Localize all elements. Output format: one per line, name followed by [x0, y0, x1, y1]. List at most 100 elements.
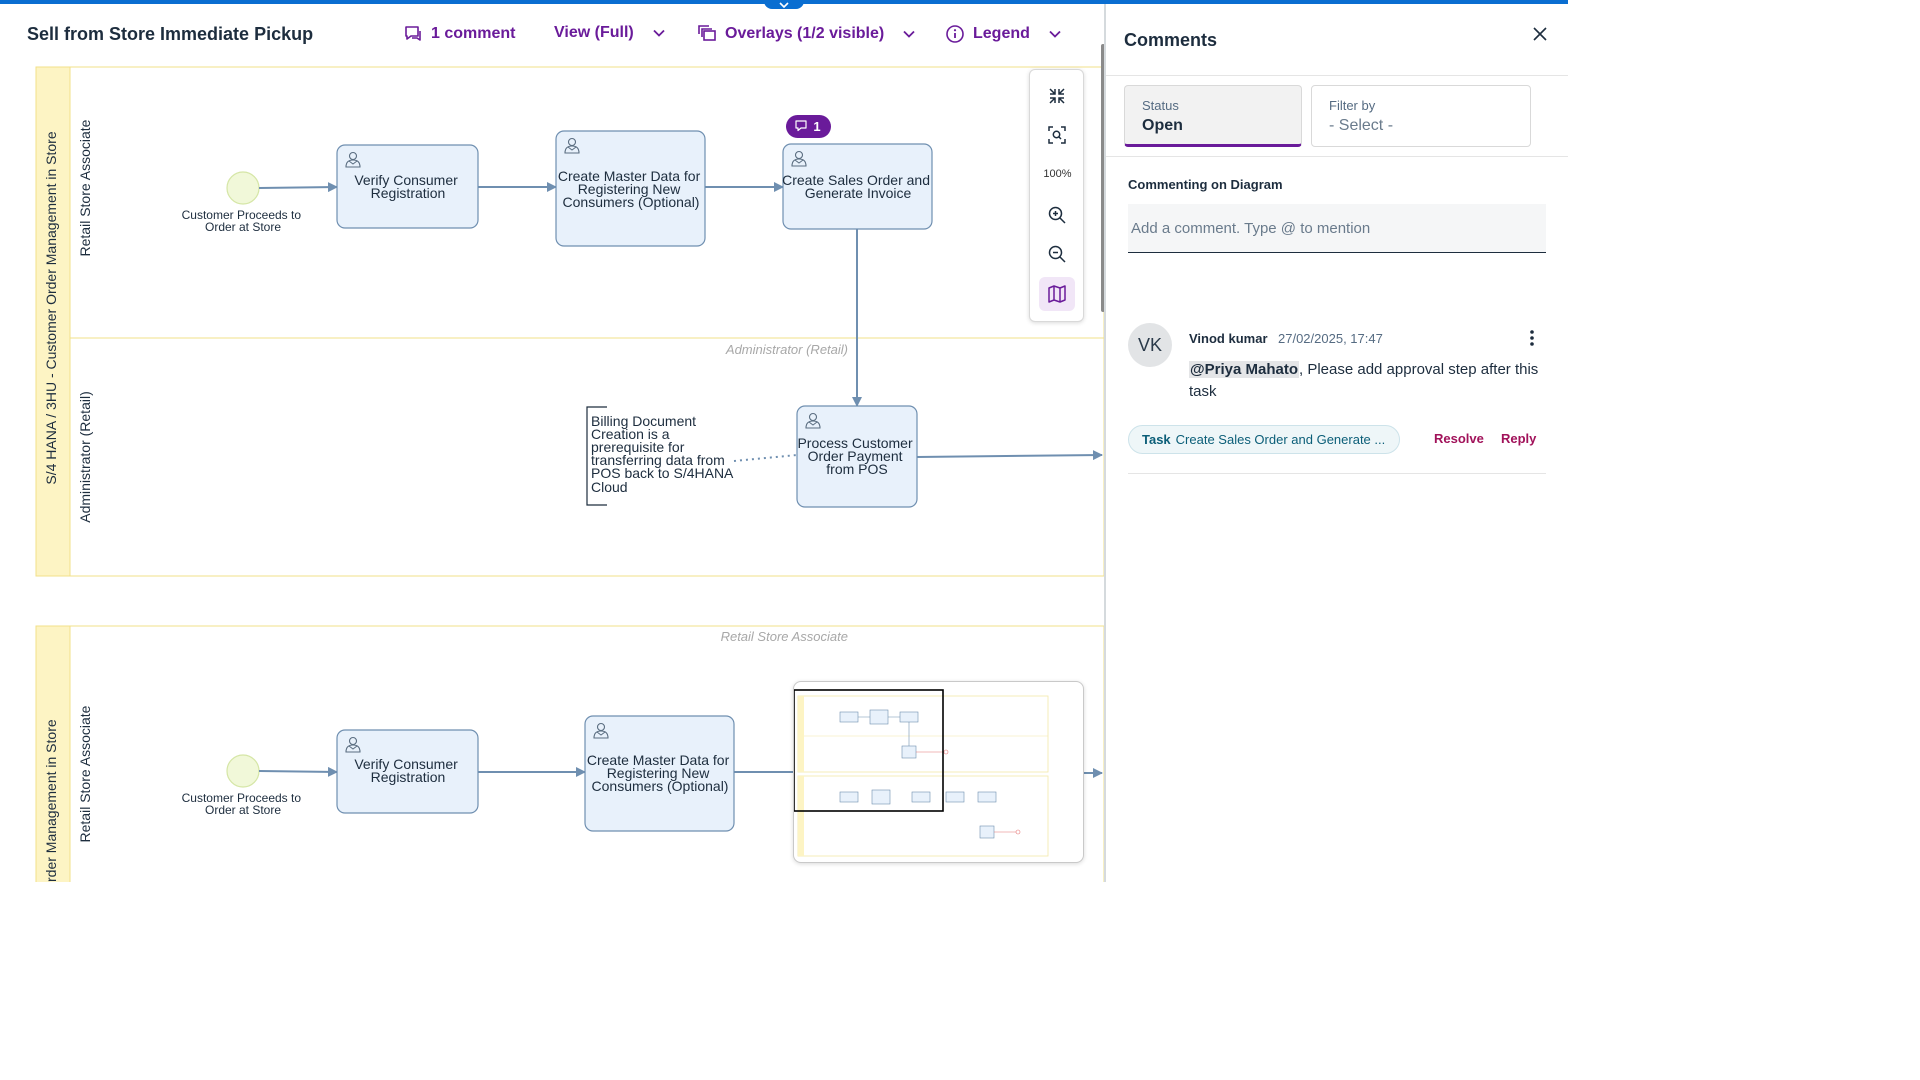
task-label: Consumers (Optional) [592, 778, 729, 794]
comments-button[interactable]: 1 comment [403, 24, 515, 44]
annotation-line: Cloud [591, 479, 628, 495]
text-annotation[interactable]: Billing Document Creation is a prerequis… [586, 406, 737, 506]
diagram-canvas[interactable]: S/4 HANA / 3HU - Customer Order Manageme… [0, 64, 1104, 882]
page-title: Sell from Store Immediate Pickup [27, 24, 314, 44]
view-dropdown-label: View (Full) [554, 24, 634, 41]
lane-watermark-retail-store-associate: Retail Store Associate [721, 629, 848, 644]
zoom-in-button[interactable] [1039, 198, 1075, 232]
minimap-toggle-button[interactable] [1039, 277, 1075, 311]
pool-2: rder Management in Store Retail Store As… [35, 625, 1104, 882]
task-create-master-data-2[interactable]: Create Master Data for Registering New C… [584, 715, 735, 832]
panel-divider[interactable] [1104, 4, 1106, 882]
collapse-icon [1049, 88, 1065, 104]
fit-view-icon [1048, 126, 1066, 144]
task-create-master-data[interactable]: Create Master Data for Registering New C… [555, 130, 706, 247]
comments-panel: Comments Status Open Filter by - Select … [1106, 4, 1568, 882]
task-label: from POS [826, 461, 887, 477]
lane-watermark-administrator: Administrator (Retail) [725, 342, 848, 357]
filter-by-value: - Select - [1329, 117, 1394, 134]
chevron-down-icon [653, 29, 665, 37]
task-label: Registering New [578, 181, 682, 197]
task-label: Consumers (Optional) [563, 194, 700, 210]
view-dropdown[interactable]: View (Full) [554, 24, 666, 42]
task-verify-consumer-2[interactable]: Verify Consumer Registration [336, 729, 479, 814]
pool-label: S/4 HANA / 3HU - Customer Order Manageme… [43, 131, 59, 484]
overlays-dropdown[interactable]: Overlays (1/2 visible) [697, 24, 916, 44]
reply-button[interactable]: Reply [1501, 431, 1537, 446]
chevron-down-icon [779, 1, 789, 8]
start-event-label: Order at Store [205, 220, 281, 234]
zoom-in-icon [1048, 206, 1066, 224]
map-icon [1048, 285, 1066, 303]
overlays-dropdown-label: Overlays (1/2 visible) [725, 25, 885, 42]
layers-icon [698, 25, 716, 41]
svg-text:Create Sales Order and: Create Sales Order and Generate Invoice [782, 172, 934, 201]
task-label: Verify Consumer [354, 172, 458, 188]
start-event-label: Customer Proceeds to [182, 208, 302, 222]
collapse-header-handle[interactable] [764, 0, 804, 9]
avatar: VK [1128, 323, 1172, 367]
pool-1: S/4 HANA / 3HU - Customer Order Manageme… [35, 66, 1104, 577]
commenting-on-label: Commenting on Diagram [1128, 177, 1283, 192]
comment-badge[interactable]: 1 [786, 115, 831, 138]
diagram-header: Sell from Store Immediate Pickup 1 comme… [0, 4, 1104, 64]
zoom-level: 100% [1043, 168, 1072, 180]
comment-mention[interactable]: @Priya Mahato [1189, 361, 1299, 378]
panel-separator [1106, 75, 1568, 76]
task-label: Generate Invoice [805, 185, 912, 201]
annotation-line: transferring data from [591, 452, 725, 468]
lane-label-retail-store-associate-2: Retail Store Associate [77, 705, 93, 842]
more-options-icon[interactable] [1524, 328, 1540, 348]
minimap-preview [794, 689, 1049, 857]
info-icon [946, 25, 964, 43]
task-label: Registering New [607, 765, 711, 781]
zoom-toolbar: 100% [1029, 69, 1084, 322]
lane-label-retail-store-associate: Retail Store Associate [77, 119, 93, 256]
close-icon[interactable] [1530, 24, 1550, 44]
status-filter-label: Status [1142, 98, 1179, 113]
panel-title: Comments [1124, 30, 1218, 50]
annotation-line: Creation is a [591, 426, 670, 442]
comment-icon [405, 26, 421, 41]
filter-by-select[interactable]: Filter by - Select - [1311, 85, 1531, 147]
task-label: Verify Consumer [354, 756, 458, 772]
task-verify-consumer[interactable]: Verify Consumer Registration [336, 144, 479, 229]
panel-separator [1106, 156, 1568, 157]
annotation-line: Billing Document [591, 413, 696, 429]
collapse-view-button[interactable] [1039, 79, 1075, 113]
chevron-down-icon [903, 30, 915, 38]
fit-view-button[interactable] [1039, 118, 1075, 152]
task-create-sales-order[interactable]: Create Sales Order and Generate Invoice [782, 143, 934, 230]
resolve-button[interactable]: Resolve [1434, 431, 1484, 446]
svg-text:Process Customer Order: Process Customer Order Payment from POS [797, 435, 916, 477]
task-reference-chip[interactable]: Task Create Sales Order and Generate ... [1128, 425, 1400, 454]
task-process-payment[interactable]: Process Customer Order Payment from POS [796, 405, 918, 508]
filter-by-label: Filter by [1329, 98, 1376, 113]
status-filter[interactable]: Status Open [1124, 85, 1302, 147]
status-filter-value: Open [1142, 117, 1183, 134]
task-label: Registration [371, 769, 446, 785]
chevron-down-icon [1049, 30, 1061, 38]
legend-dropdown[interactable]: Legend [945, 24, 1062, 44]
comment-text: @Priya Mahato, Please add approval step … [1189, 359, 1554, 403]
task-label: Registration [371, 185, 446, 201]
task-chip-name: Create Sales Order and Generate ... [1175, 432, 1386, 447]
svg-text:Verify Consumer Regist: Verify Consumer Registration [354, 756, 461, 785]
comment-separator [1128, 473, 1546, 474]
svg-text:Customer Proceeds to O: Customer Proceeds to Order at Store [182, 208, 305, 234]
start-event[interactable]: Customer Proceeds to Order at Store [182, 171, 305, 234]
legend-dropdown-label: Legend [973, 25, 1030, 42]
zoom-out-button[interactable] [1039, 237, 1075, 271]
task-chip-prefix: Task [1142, 432, 1171, 447]
comments-button-label: 1 comment [431, 25, 516, 42]
comment-body: , Please add approval step after this ta… [1189, 361, 1539, 400]
minimap[interactable] [793, 681, 1084, 863]
svg-text:Customer Proceeds to O: Customer Proceeds to Order at Store [182, 791, 305, 817]
svg-text:Billing Document Creat: Billing Document Creation is a prerequis… [591, 413, 737, 495]
comment-input[interactable] [1128, 204, 1546, 253]
svg-text:Create Master Data for: Create Master Data for Registering New C… [587, 752, 733, 794]
comment-timestamp: 27/02/2025, 17:47 [1278, 331, 1383, 346]
canvas-scrollbar[interactable] [1101, 44, 1105, 312]
start-event-2[interactable]: Customer Proceeds to Order at Store [182, 754, 305, 817]
task-label: Create Sales Order and [782, 172, 930, 188]
